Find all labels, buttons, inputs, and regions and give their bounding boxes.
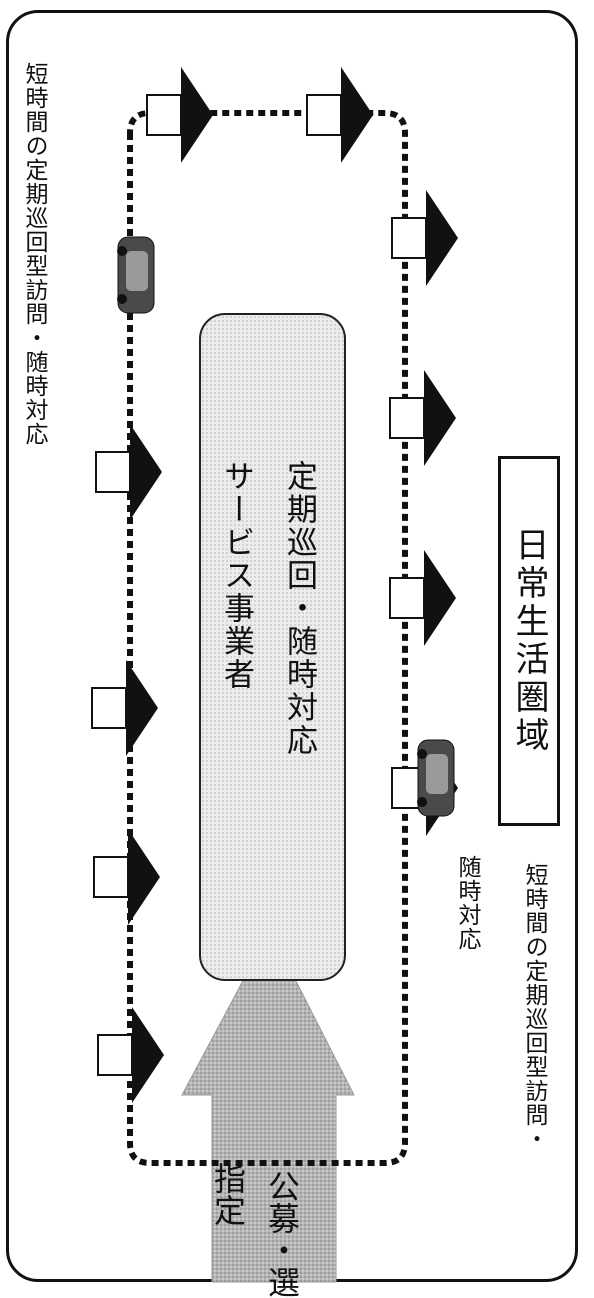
arrow-label-2: 指定 (209, 1162, 247, 1226)
house-icon (97, 1007, 164, 1103)
daily-living-area-label: 日常生活圏域 (509, 527, 549, 755)
house-icon (95, 424, 162, 520)
car-icon (117, 236, 155, 314)
daily-living-area-box: 日常生活圏域 (498, 456, 560, 826)
left-service-note: 短時間の定期巡回型訪問・随時対応 (21, 62, 47, 446)
house-icon (91, 660, 158, 756)
arrow-label-1: 公募・選 (263, 1170, 301, 1298)
service-provider-label-2: サービス事業者 (218, 460, 254, 691)
right-service-note-2: 随時対応 (454, 855, 480, 951)
right-service-note-1: 短時間の定期巡回型訪問・ (521, 863, 547, 1151)
service-provider-label-1: 定期巡回・随時対応 (281, 460, 317, 757)
patrol-route (127, 110, 408, 1166)
house-icon (306, 67, 373, 163)
house-icon (391, 190, 458, 286)
house-icon (389, 370, 456, 466)
car-icon (417, 739, 455, 817)
house-icon (93, 829, 160, 925)
house-icon (146, 67, 213, 163)
house-icon (389, 550, 456, 646)
service-provider-box (199, 313, 346, 981)
